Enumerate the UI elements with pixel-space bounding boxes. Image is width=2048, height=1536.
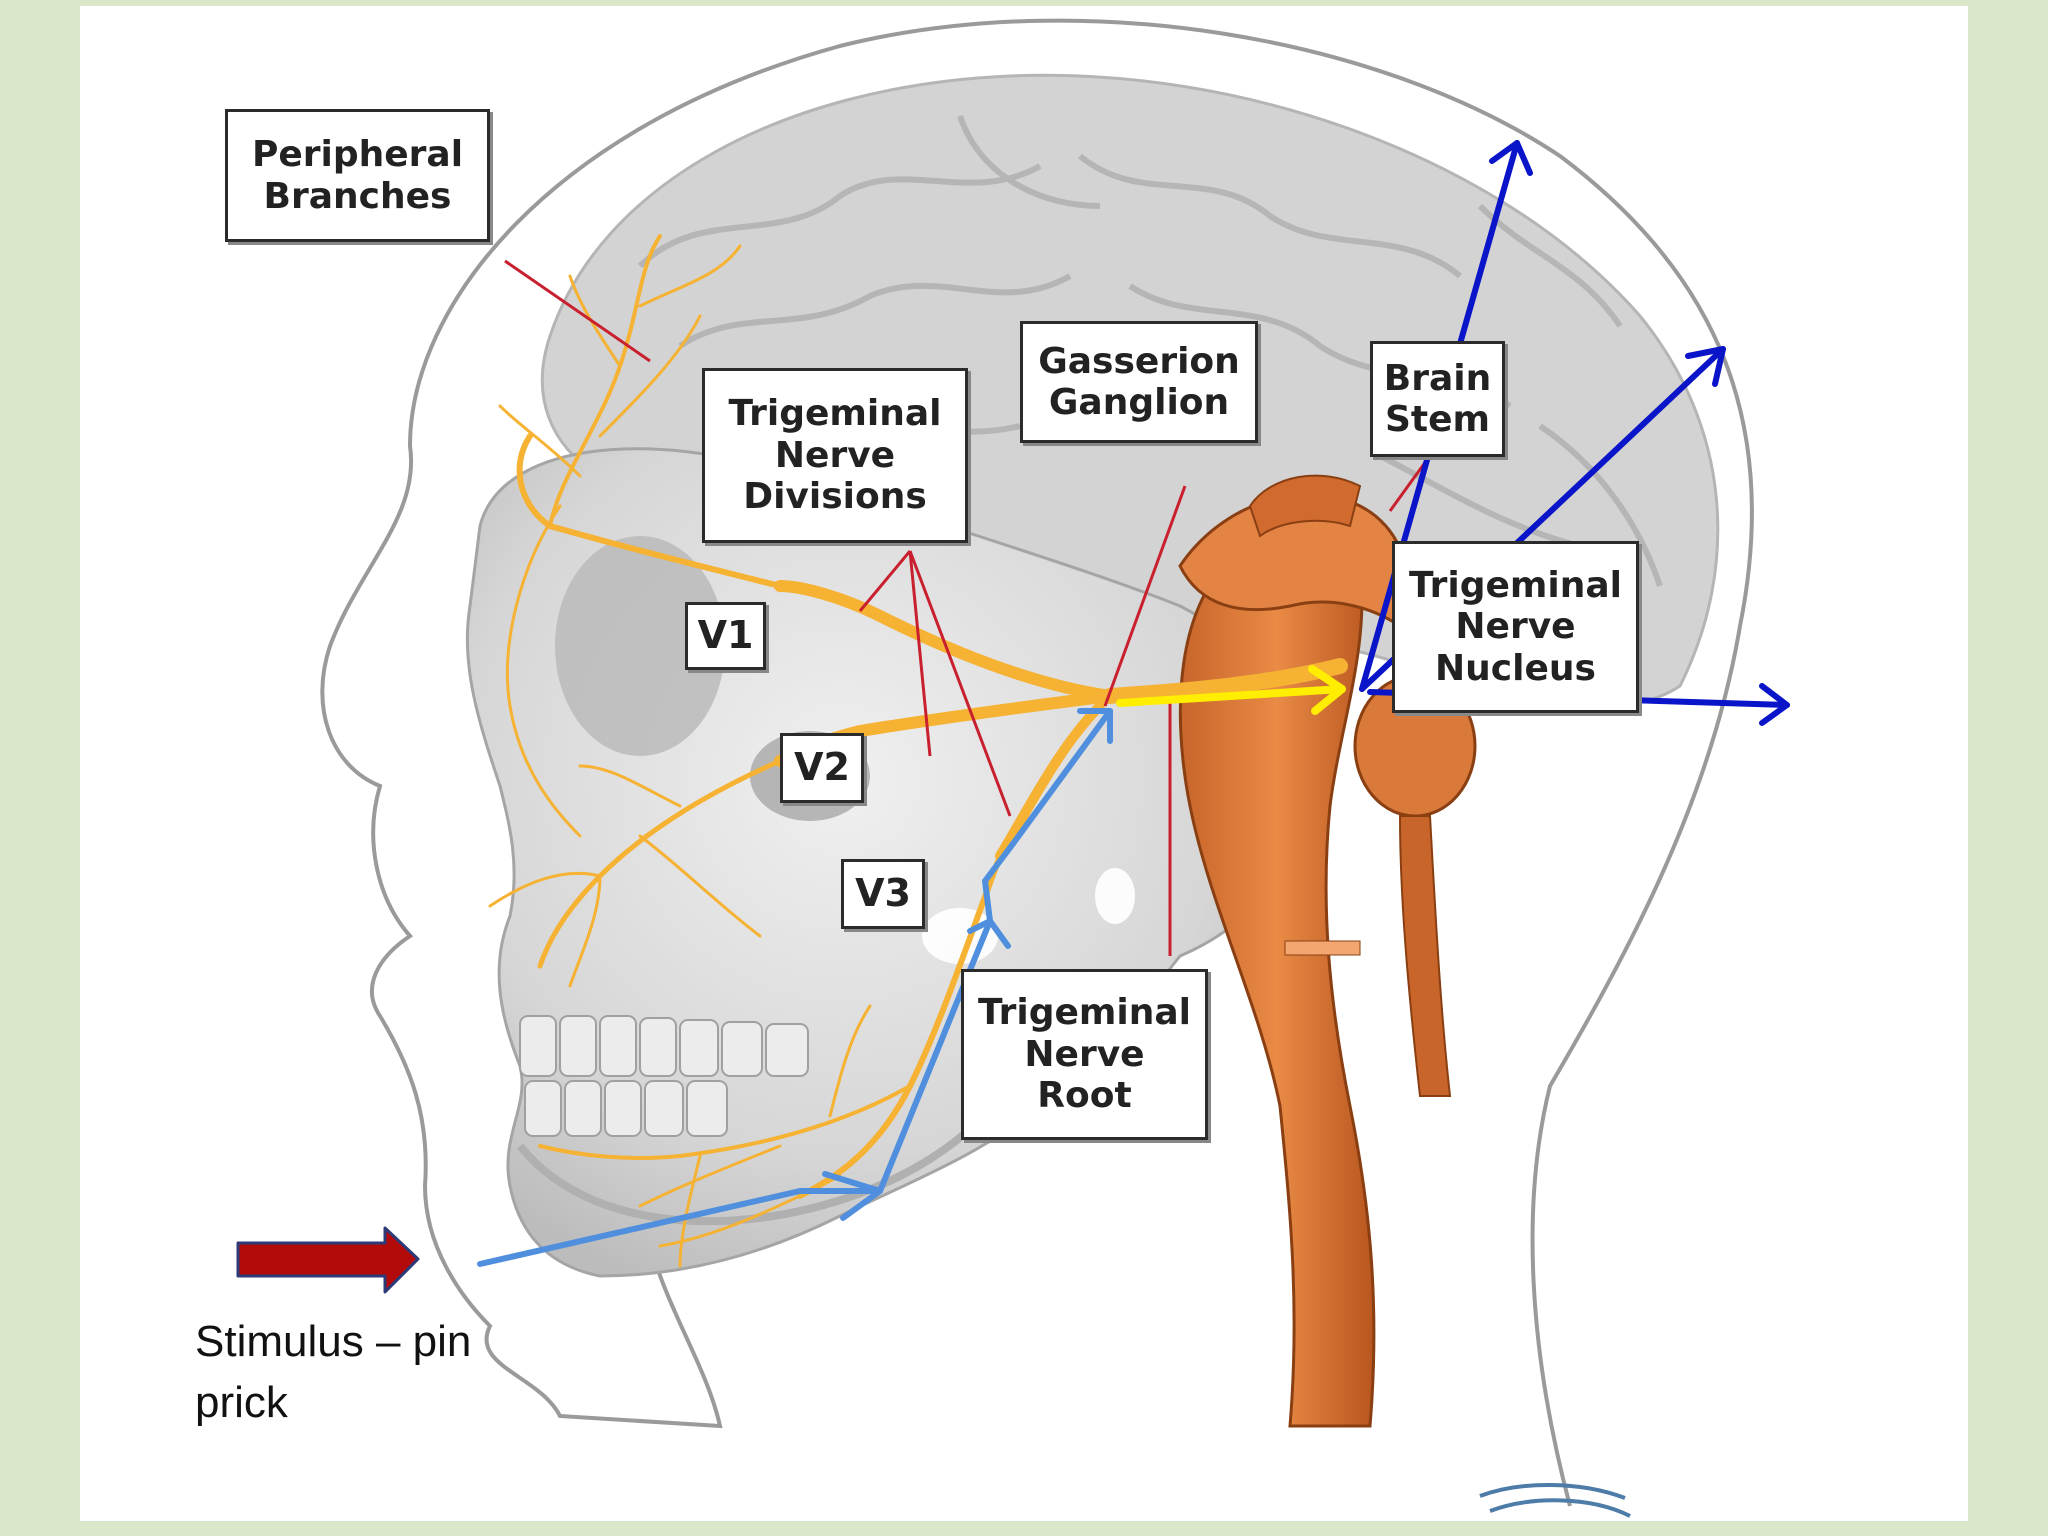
label-line: Trigeminal [1409, 564, 1622, 606]
label-peripheral-branches: Peripheral Branches [225, 109, 490, 242]
label-line: Brain [1383, 357, 1492, 399]
label-line: V3 [855, 871, 911, 916]
stimulus-caption: Stimulus – pin prick [195, 1317, 472, 1427]
diagram-panel: Peripheral Branches Trigeminal Nerve Div… [80, 6, 1968, 1521]
label-line: Divisions [743, 476, 927, 518]
label-line: Gasserion [1038, 340, 1240, 382]
label-line: Nerve [1455, 606, 1576, 648]
label-trigeminal-nerve-root: Trigeminal Nerve Root [961, 969, 1208, 1140]
label-line: Nerve [1024, 1033, 1145, 1075]
label-line: Stem [1384, 399, 1491, 440]
decorative-swoosh [1479, 1483, 1626, 1500]
teeth [519, 1015, 809, 1137]
label-gasserion-ganglion: Gasserion Ganglion [1020, 321, 1258, 443]
label-line: Nucleus [1435, 647, 1596, 689]
label-line: Trigeminal [728, 393, 942, 435]
label-line: Ganglion [1048, 382, 1230, 423]
label-brain-stem: Brain Stem [1370, 341, 1505, 457]
pathway-arrows [236, 140, 1790, 1294]
label-v3: V3 [841, 859, 925, 929]
label-line: Trigeminal [978, 992, 1191, 1034]
label-line: V1 [697, 613, 754, 658]
label-line: Nerve [774, 434, 896, 476]
label-line: Branches [263, 175, 452, 217]
label-v1: V1 [685, 602, 766, 670]
eye-orbit [555, 536, 725, 756]
label-line: V2 [794, 745, 850, 790]
label-trigeminal-nerve-nucleus: Trigeminal Nerve Nucleus [1392, 541, 1639, 713]
label-line: Peripheral [251, 134, 464, 176]
brainstem-structure [1178, 474, 1477, 1428]
label-v2: V2 [780, 733, 864, 803]
label-line: Root [1037, 1075, 1132, 1117]
label-trigeminal-nerve-divisions: Trigeminal Nerve Divisions [702, 368, 968, 543]
stimulus-arrow [236, 1226, 420, 1294]
